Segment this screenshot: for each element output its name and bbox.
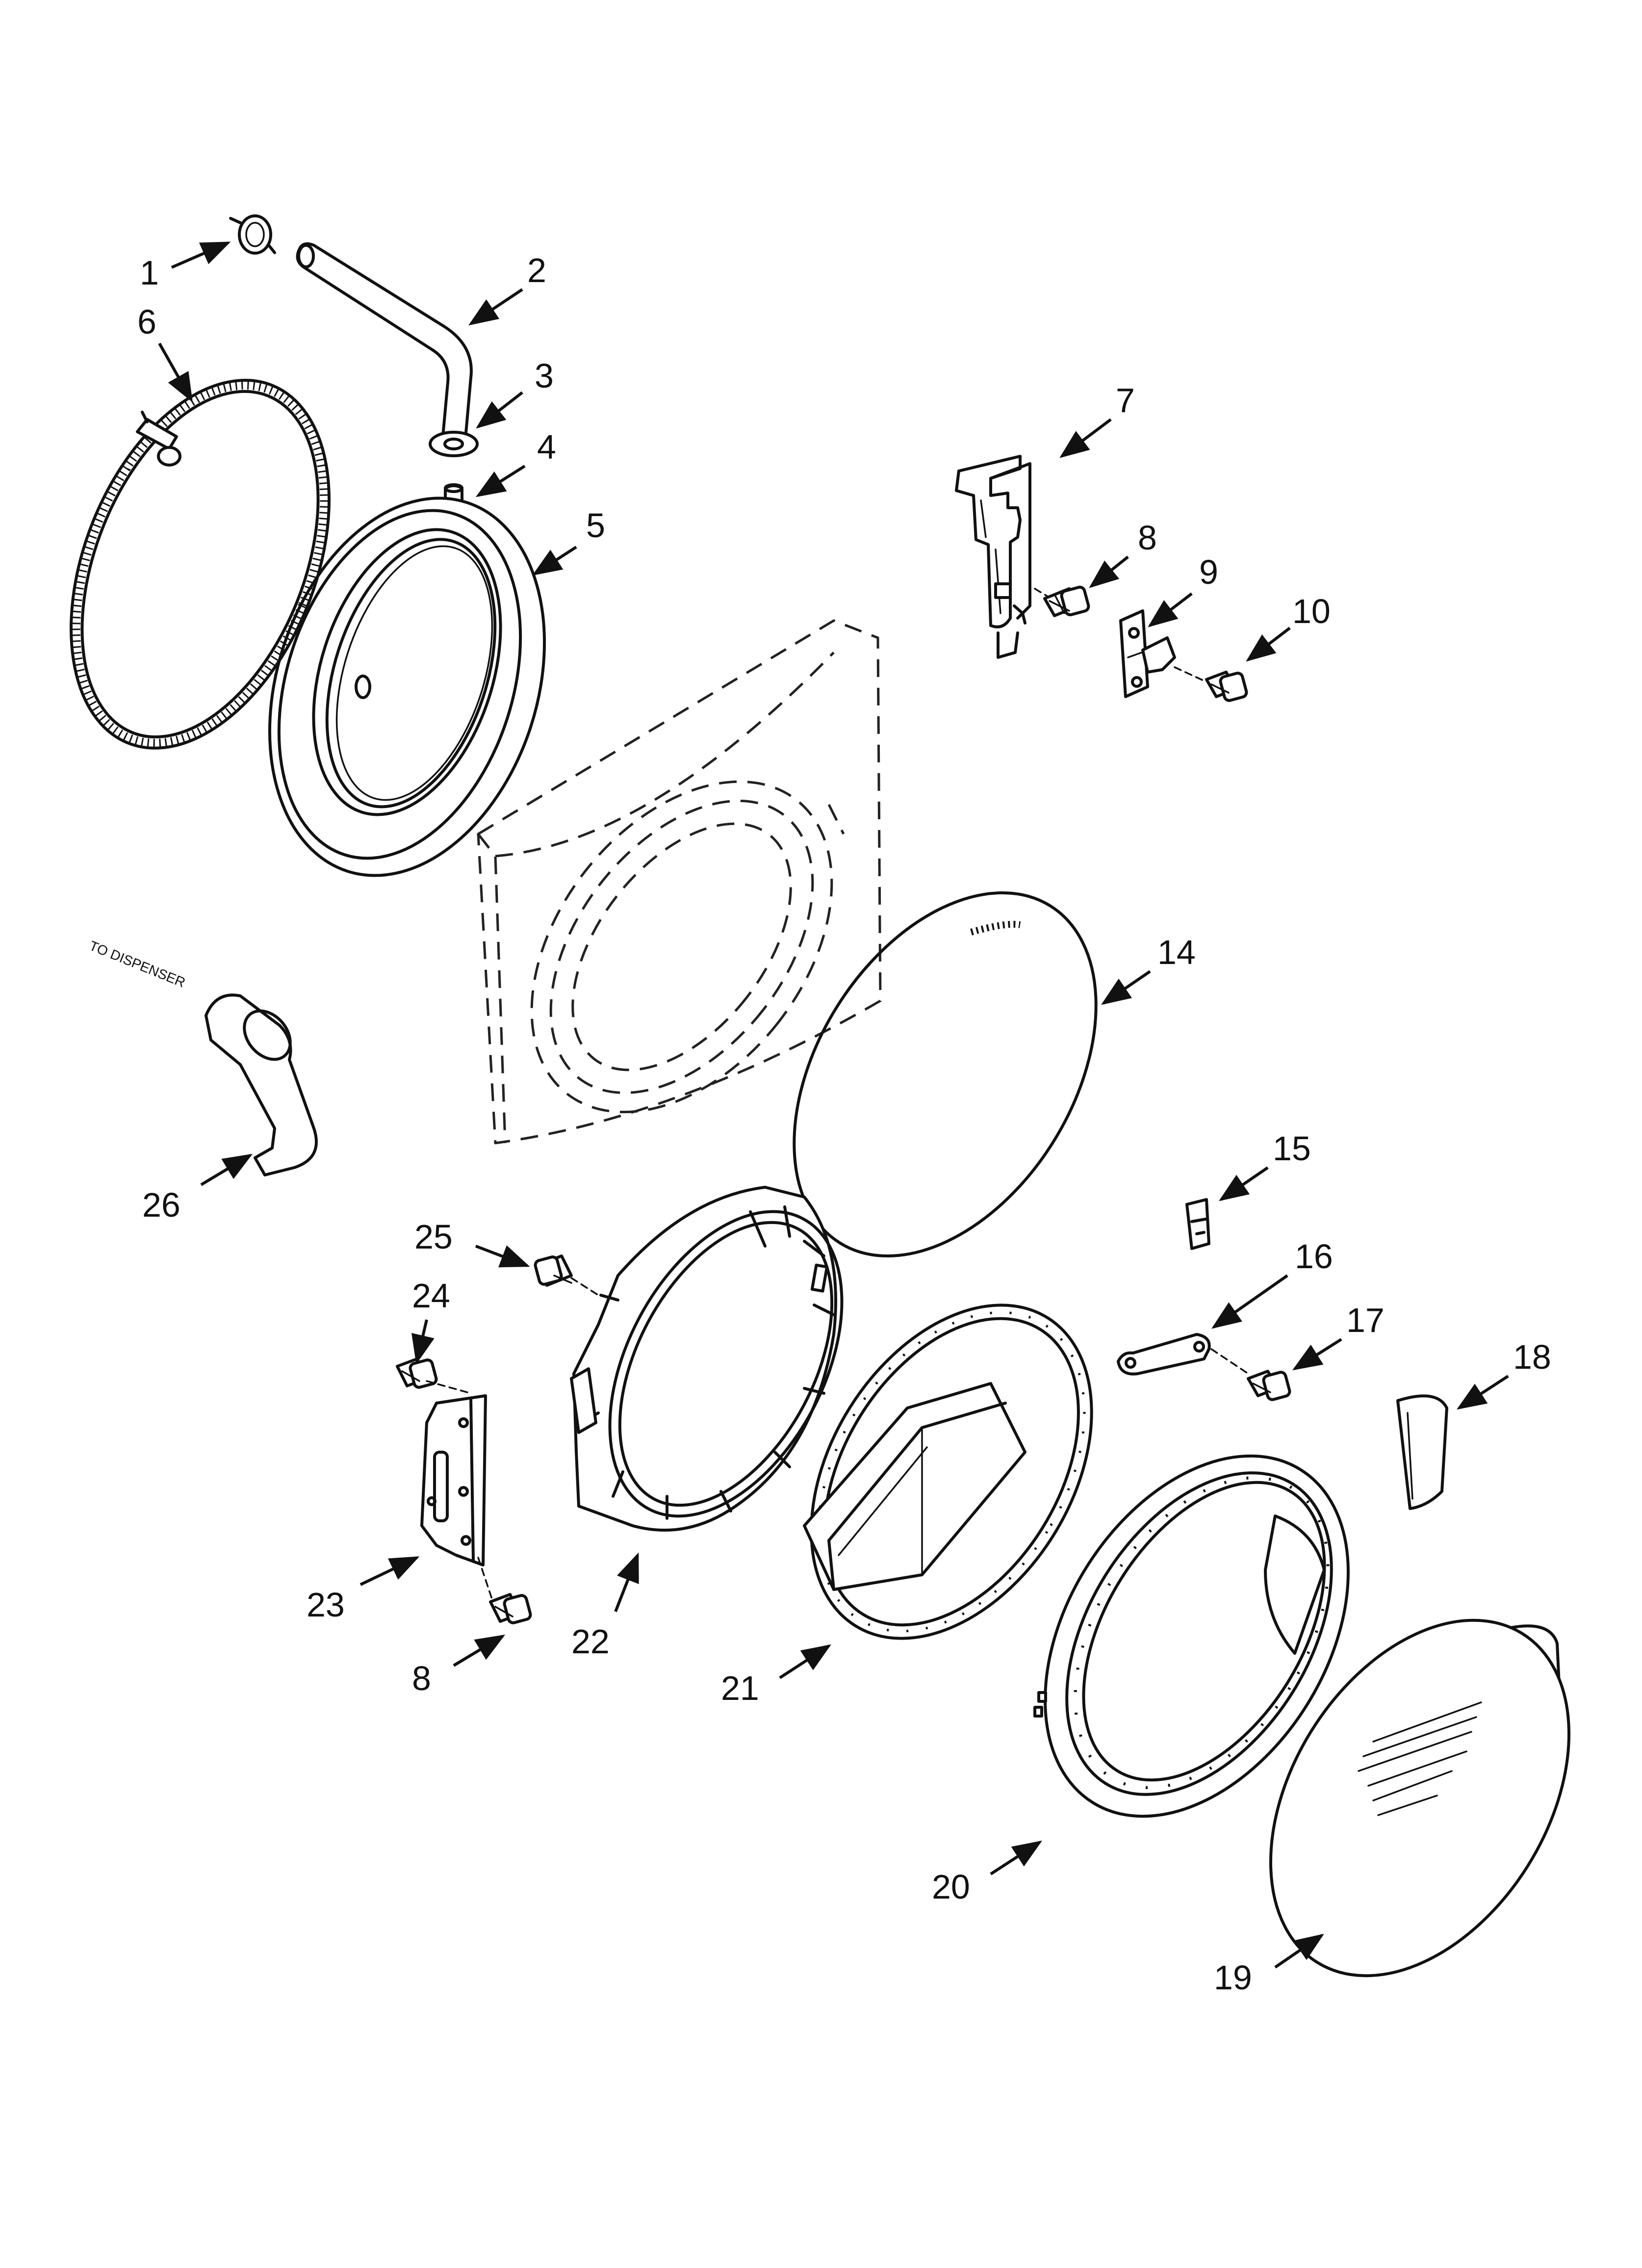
callout-10: 10	[1292, 592, 1331, 630]
callout-labels: 1 2 3 4 5 6 7 8 9 10 14 15 16 17 18 19 2…	[87, 251, 1551, 1997]
part-14-gasket	[793, 891, 1098, 1258]
callout-9: 9	[1199, 553, 1218, 591]
part-2-hose	[296, 242, 473, 457]
front-panel-outline	[477, 619, 882, 1145]
callout-22: 22	[571, 1622, 610, 1661]
part-23-hinge	[420, 1394, 487, 1566]
part-19-door-cover	[1269, 1618, 1571, 1978]
part-15-clip	[1185, 1198, 1210, 1250]
callout-23: 23	[307, 1586, 345, 1624]
leader-arrows	[158, 241, 1509, 1969]
callout-5: 5	[586, 506, 605, 545]
callout-24: 24	[412, 1277, 450, 1315]
callout-4: 4	[537, 428, 556, 466]
callout-8-upper: 8	[1138, 519, 1157, 557]
to-dispenser-label: TO DISPENSER	[87, 938, 187, 991]
callout-6: 6	[137, 303, 156, 341]
part-6-clamp-ring	[70, 379, 331, 750]
part-8-screw-lower	[489, 1593, 532, 1624]
part-17-screw	[1247, 1370, 1291, 1401]
callout-25: 25	[414, 1218, 453, 1256]
callout-2: 2	[527, 251, 546, 289]
callout-26: 26	[142, 1186, 180, 1224]
part-5-door-bellow	[268, 496, 546, 877]
part-26-dispenser-hose	[205, 993, 318, 1176]
part-18-handle-insert	[1396, 1394, 1448, 1510]
callout-7: 7	[1116, 381, 1135, 419]
part-9-door-strike	[1119, 609, 1176, 698]
part-16-bracket	[1117, 1333, 1211, 1376]
callout-17: 17	[1346, 1301, 1385, 1339]
callout-16: 16	[1295, 1237, 1333, 1276]
callout-20: 20	[932, 1868, 970, 1906]
part-24-screw	[396, 1357, 438, 1389]
part-20-door-frame	[1033, 1454, 1350, 1818]
callout-1: 1	[140, 254, 159, 292]
part-7-door-lock	[955, 455, 1031, 659]
part-25-screw	[534, 1254, 573, 1287]
part-8-screw-upper	[1043, 585, 1090, 617]
callout-15: 15	[1273, 1129, 1311, 1168]
part-1-hose-clamp	[229, 214, 276, 255]
callout-18: 18	[1513, 1338, 1551, 1376]
callout-14: 14	[1157, 933, 1196, 971]
part-22-inner-frame	[570, 1186, 844, 1532]
callout-21: 21	[721, 1669, 759, 1707]
part-10-screw	[1205, 671, 1248, 702]
callout-3: 3	[535, 357, 554, 395]
callout-19: 19	[1214, 1958, 1252, 1997]
part-21-door-glass	[803, 1303, 1093, 1640]
part-3-washer	[429, 431, 479, 457]
callout-8-lower: 8	[412, 1659, 431, 1697]
